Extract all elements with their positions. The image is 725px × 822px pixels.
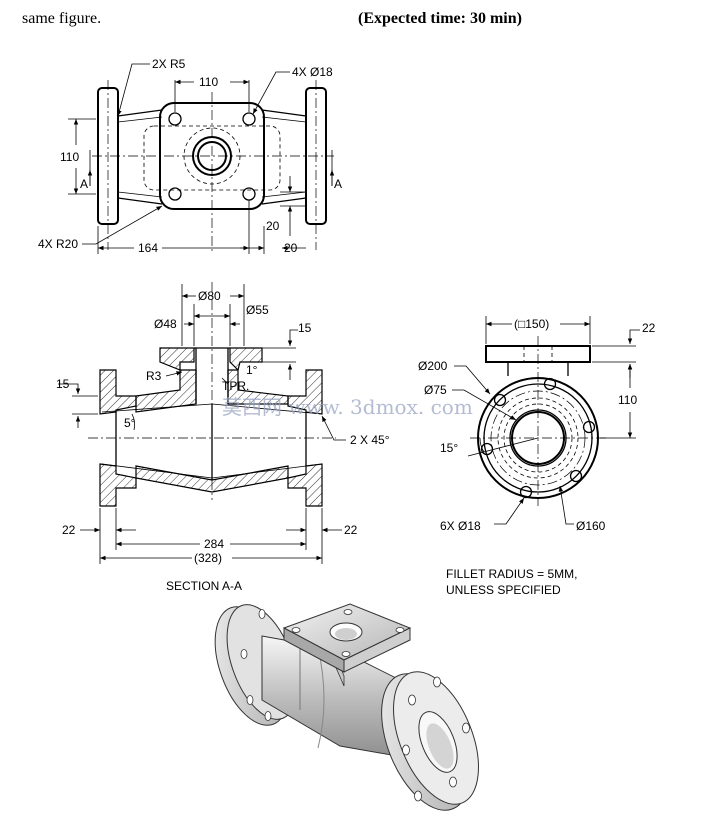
body-taper-lines [117,109,307,205]
dim-164: 164 [138,241,158,255]
dim-22-left: 22 [62,523,76,537]
dim-6x-d18: 6X Ø18 [440,519,481,533]
hidden-bore-outline [143,125,281,191]
section-mark-left: A [80,177,88,191]
dim-20-horizontal: 20 [284,241,298,255]
dim-d55: Ø55 [246,303,269,317]
dim-5deg: 5° [124,416,136,430]
dim-110-side: 110 [60,150,79,164]
section-mark-right: A [334,177,342,191]
dim-4x-r20: 4X R20 [38,237,78,251]
end-view: (□150) 22 110 Ø200 Ø75 15° 6X Ø18 Ø160 [418,316,656,533]
dim-d200: Ø200 [418,359,448,373]
fillet-note-line1: FILLET RADIUS = 5MM, [446,567,577,581]
dim-15-left: 15 [56,377,70,391]
dim-tpr: TPR. [222,379,249,393]
fillet-note-line2: UNLESS SPECIFIED [446,583,561,597]
dim-r3: R3 [146,369,162,383]
top-view: 110 2X R5 4X Ø18 110 A A 20 4X R20 164 [38,57,342,255]
dim-4x-d18: 4X Ø18 [292,65,333,79]
body-inner-lines [117,116,307,198]
dim-110-end: 110 [618,393,637,407]
right-flange-upper-section [287,369,323,415]
bolt-hole [519,485,533,499]
section-a-a-view: Ø80 Ø48 Ø55 15 R3 1° TPR. 15 5° 2 X 45° [56,282,390,593]
dim-1deg: 1° [246,363,258,377]
dim-22-right: 22 [344,523,358,537]
section-caption: SECTION A-A [166,579,242,593]
left-flange-upper-section [99,369,137,415]
bolt-hole [168,187,182,201]
bolt-hole [569,469,583,483]
bolt-hole [582,420,596,434]
bolt-hole [543,377,557,391]
dim-22-end: 22 [642,321,656,335]
hidden-circle [503,403,573,473]
isometric-view [214,603,479,811]
bolt-hole [168,112,182,126]
dim-d80: Ø80 [198,289,221,303]
bolt-hole [242,112,256,126]
dim-2x45: 2 X 45° [350,433,390,447]
dim-d160: Ø160 [576,519,606,533]
dim-d48: Ø48 [154,317,177,331]
dim-15deg: 15° [440,441,458,455]
dim-2x-r5: 2X R5 [152,57,186,71]
dim-d75: Ø75 [424,383,447,397]
boss-plate-left-section [159,347,195,371]
right-flange-lower-section [287,463,323,507]
dim-284: 284 [204,537,224,551]
bolt-hole [493,393,507,407]
left-flange-lower-section [99,463,137,507]
dim-328: (328) [194,551,222,565]
watermark-text: 莫西网 www. 3dmox. com [222,395,473,419]
bolt-hole [480,442,494,456]
dim-110-top: 110 [199,75,218,89]
dim-20-vertical: 20 [266,219,280,233]
header-expected-time: (Expected time: 30 min) [358,10,522,27]
header-left-text: same figure. [22,10,102,27]
dim-box150: (□150) [514,317,549,331]
dim-15-top: 15 [298,321,312,335]
